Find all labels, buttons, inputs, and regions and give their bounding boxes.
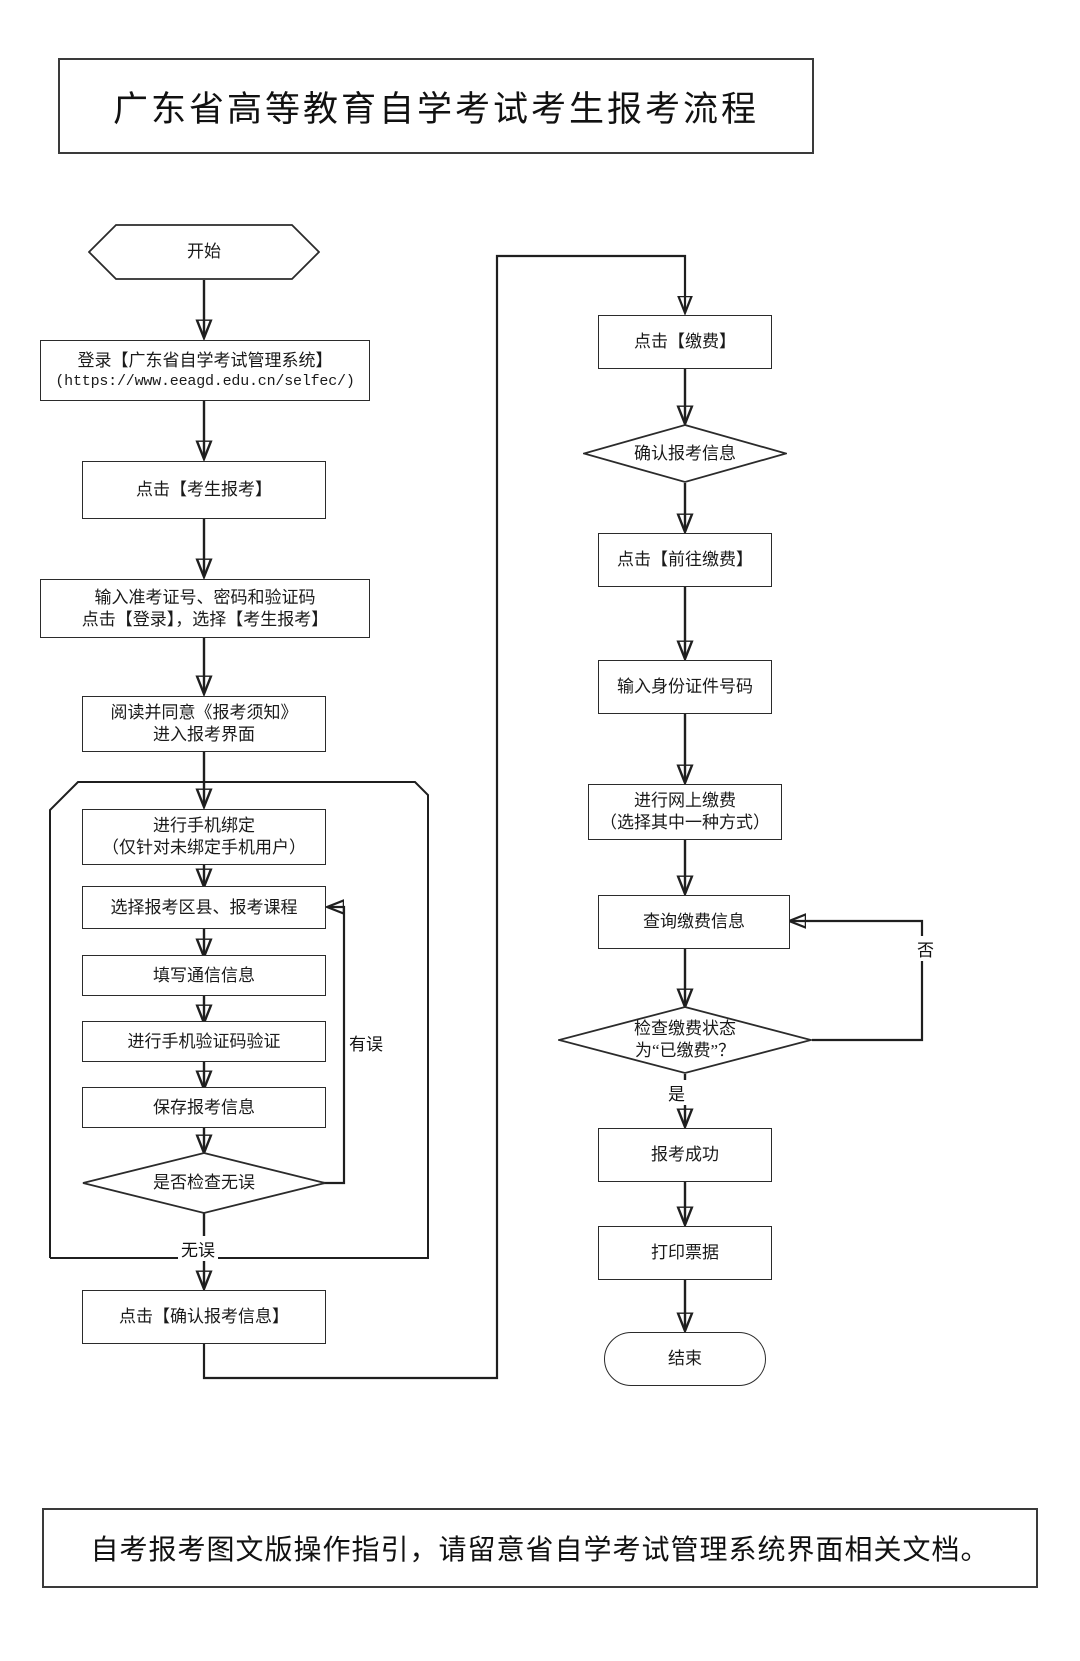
edge-label-no: 否 [914,936,937,961]
node-enter-credentials-label: 输入准考证号、密码和验证码 点击【登录】，选择【考生报考】 [81,587,329,629]
node-fill-contact-info-label: 填写通信信息 [153,965,255,985]
node-query-payment-info-label: 查询缴费信息 [643,912,745,932]
node-check-decision-label: 是否检查无误 [153,1173,255,1193]
node-bind-phone: 进行手机绑定 （仅针对未绑定手机用户） [82,809,326,865]
node-end: 结束 [604,1332,766,1386]
edge-label-no-error: 无误 [178,1236,218,1261]
node-confirm-info-decision: 确认报考信息 [583,424,787,483]
node-print-receipt-label: 打印票据 [651,1243,719,1263]
node-start-label: 开始 [187,242,221,262]
node-enter-credentials: 输入准考证号、密码和验证码 点击【登录】，选择【考生报考】 [40,579,370,638]
node-fill-contact-info: 填写通信信息 [82,955,326,996]
node-online-payment-label: 进行网上缴费 （选择其中一种方式） [600,791,770,832]
edge-label-has-error: 有误 [346,1030,386,1055]
node-payment-status-decision-label: 检查缴费状态 为“已缴费”？ [634,1019,736,1060]
node-save-application-info-label: 保存报考信息 [153,1097,255,1117]
footer-banner: 自考报考图文版操作指引，请留意省自学考试管理系统界面相关文档。 [42,1508,1038,1588]
node-login-system-label: 登录【广东省自学考试管理系统】 [77,351,333,371]
node-enter-id-number-label: 输入身份证件号码 [617,677,753,697]
node-end-label: 结束 [668,1349,702,1369]
node-login-system: 登录【广东省自学考试管理系统】 (https://www.eeagd.edu.c… [40,340,370,401]
node-click-candidate-apply-label: 点击【考生报考】 [136,480,272,500]
node-verify-sms-code: 进行手机验证码验证 [82,1021,326,1062]
footer-note: 自考报考图文版操作指引，请留意省自学考试管理系统界面相关文档。 [90,1535,990,1566]
node-goto-payment: 点击【前往缴费】 [598,533,772,587]
node-enter-id-number: 输入身份证件号码 [598,660,772,714]
node-print-receipt: 打印票据 [598,1226,772,1280]
node-click-candidate-apply: 点击【考生报考】 [82,461,326,519]
node-confirm-info-decision-label: 确认报考信息 [634,443,736,463]
node-select-area-course-label: 选择报考区县、报考课程 [110,897,298,917]
node-online-payment: 进行网上缴费 （选择其中一种方式） [588,784,782,840]
node-check-decision: 是否检查无误 [82,1152,326,1214]
node-save-application-info: 保存报考信息 [82,1087,326,1128]
node-application-success: 报考成功 [598,1128,772,1182]
node-payment-status-decision: 检查缴费状态 为“已缴费”？ [558,1006,812,1074]
page-title-banner: 广东省高等教育自学考试考生报考流程 [58,58,814,154]
node-confirm-application-label: 点击【确认报考信息】 [119,1307,289,1327]
node-click-payment-label: 点击【缴费】 [634,332,736,352]
edge-label-yes: 是 [665,1080,688,1105]
node-query-payment-info: 查询缴费信息 [598,895,790,949]
node-verify-sms-code-label: 进行手机验证码验证 [127,1031,281,1051]
node-start: 开始 [88,224,320,280]
node-confirm-application: 点击【确认报考信息】 [82,1290,326,1344]
node-login-system-url: (https://www.eeagd.edu.cn/selfec/) [55,372,355,390]
node-application-success-label: 报考成功 [651,1145,719,1165]
node-click-payment: 点击【缴费】 [598,315,772,369]
node-read-notice: 阅读并同意《报考须知》 进入报考界面 [82,696,326,752]
node-select-area-course: 选择报考区县、报考课程 [82,886,326,929]
page-title: 广东省高等教育自学考试考生报考流程 [112,89,759,129]
node-goto-payment-label: 点击【前往缴费】 [617,550,753,570]
node-bind-phone-label: 进行手机绑定 （仅针对未绑定手机用户） [102,816,306,857]
node-read-notice-label: 阅读并同意《报考须知》 进入报考界面 [110,703,298,744]
